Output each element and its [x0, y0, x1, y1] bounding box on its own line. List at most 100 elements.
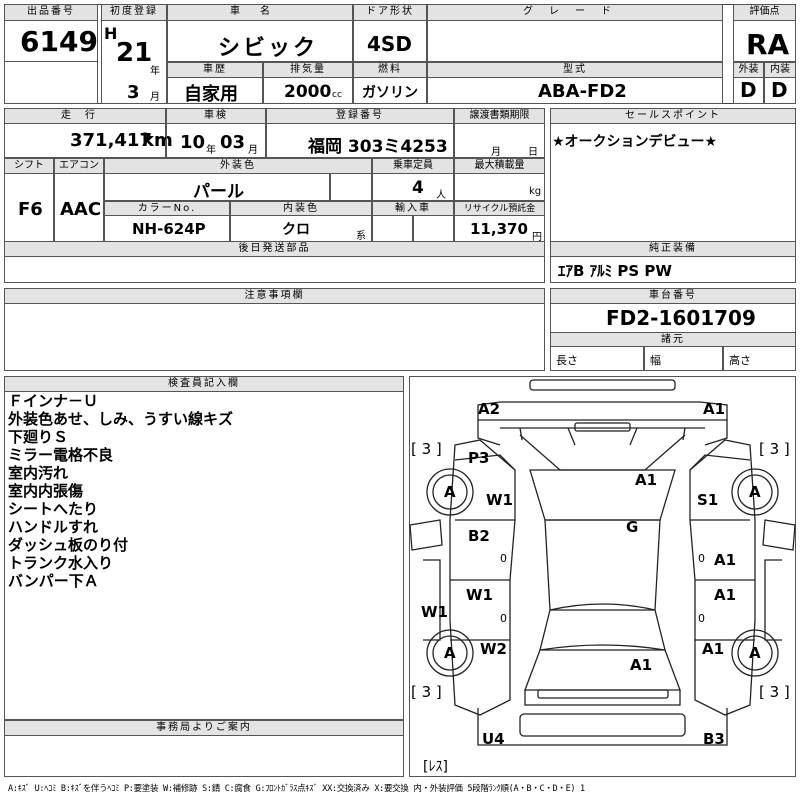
- inspector-note: 下廻りＳ: [8, 428, 69, 446]
- dims-header: 諸元: [550, 332, 796, 347]
- score-header: 評価点: [733, 4, 796, 21]
- door-zero-right-2: 0: [698, 612, 705, 625]
- caution-cell: [4, 303, 545, 371]
- code-w2: W2: [480, 640, 507, 658]
- inspector-note: シートへたり: [8, 500, 99, 518]
- capacity-unit: 人: [436, 190, 446, 201]
- import-header: 輸入車: [372, 201, 454, 216]
- int-grade: D: [771, 78, 788, 102]
- office-cell: [4, 735, 404, 777]
- load-header: 最大積載量: [454, 158, 545, 174]
- code-a1-rq: A1: [702, 640, 725, 658]
- plate: 福岡 303ミ4253: [308, 137, 448, 157]
- inspector-note: バンパー下Ａ: [8, 572, 99, 590]
- door-zero-left-1: 0: [500, 552, 507, 565]
- recycle: 11,370: [470, 220, 528, 238]
- length-cell: [550, 346, 644, 371]
- door-cell: [353, 20, 427, 62]
- mileage-header: 走行: [4, 108, 166, 124]
- tread-rl: [ 3 ]: [411, 683, 442, 701]
- code-a1-rd2: A1: [714, 586, 737, 604]
- code-w1-side: W1: [421, 603, 448, 621]
- color-no-header: カラーNo.: [104, 201, 230, 216]
- tire-fl-grade: A: [444, 483, 456, 501]
- car-name-cell: [167, 20, 353, 62]
- import-cell-a: [372, 215, 413, 242]
- caution-header: 注意事項欄: [4, 288, 545, 304]
- model-header: 型式: [427, 62, 723, 78]
- mileage: 371,417: [70, 130, 152, 151]
- code-w1-rl: W1: [466, 586, 493, 604]
- shift: F6: [18, 199, 43, 220]
- interior-color-unit: 系: [356, 231, 366, 242]
- lot-no: 6149: [20, 25, 98, 58]
- first-reg-month-unit: 月: [150, 92, 160, 103]
- score: RA: [746, 28, 790, 61]
- ac: AAC: [60, 199, 102, 220]
- length-label: 長さ: [556, 354, 578, 367]
- int-header: 内装: [764, 62, 796, 78]
- displacement-header: 排気量: [263, 62, 353, 78]
- displacement-unit: cc: [332, 90, 342, 100]
- equipment-text: ｴｱB ｱﾙﾐ PS PW: [558, 262, 672, 280]
- score-cell: [733, 20, 796, 62]
- inspection-year: 10: [180, 132, 206, 153]
- height-label: 高さ: [729, 354, 751, 367]
- capacity: 4: [412, 178, 424, 198]
- tire-rr-grade: A: [749, 644, 761, 662]
- plate-cell: [266, 123, 454, 158]
- model-cell: [427, 77, 723, 104]
- model: ABA-FD2: [538, 81, 627, 102]
- grade-header: グレード: [427, 4, 723, 21]
- car-diagram: [409, 379, 796, 746]
- inspector-notes: Ｆインナ－Ｕ 外装色あせ、しみ、うすい線キズ 下廻りＳ ミラー電格不良 室内汚れ…: [8, 392, 398, 590]
- inspection-year-unit: 年: [206, 145, 216, 156]
- inspection-month: 03: [220, 132, 246, 153]
- transfer-cell: [454, 123, 545, 158]
- car-diagram-frame: [409, 376, 796, 777]
- code-s1: S1: [697, 491, 719, 509]
- code-p3: P3: [468, 449, 490, 467]
- displacement: 2000: [284, 82, 332, 102]
- mileage-unit: km: [142, 130, 173, 151]
- chassis-number: FD2-1601709: [606, 306, 756, 330]
- fuel: ガソリン: [362, 85, 418, 101]
- interior-color: クロ: [282, 222, 310, 238]
- inspector-note: ダッシュ板のり付: [8, 536, 129, 554]
- equipment-cell: [550, 256, 796, 283]
- import-cell-b: [413, 215, 454, 242]
- first-reg-cell: [101, 20, 167, 104]
- history-cell: [167, 77, 263, 104]
- inspector-note: ハンドルすれ: [8, 518, 99, 536]
- capacity-cell: [372, 173, 454, 201]
- load-cell: [454, 173, 545, 201]
- first-reg-year: 21: [116, 38, 153, 68]
- color-cell: [104, 173, 330, 201]
- chassis-header: 車台番号: [550, 288, 796, 304]
- sales-point-header: セールスポイント: [550, 108, 796, 124]
- fuel-header: 燃料: [353, 62, 427, 78]
- door-zero-right-1: 0: [698, 552, 705, 565]
- grade-cell: [427, 20, 723, 62]
- color-no: NH-624P: [132, 220, 206, 238]
- fuel-cell: [353, 77, 427, 104]
- tread-fl: [ 3 ]: [411, 440, 442, 458]
- history: 自家用: [184, 84, 238, 105]
- code-a1-roof: A1: [630, 656, 653, 674]
- inspector-note: トランク水入り: [8, 554, 114, 572]
- inspector-note: Ｆインナ－Ｕ: [8, 392, 99, 410]
- legend: A:ｷｽﾞ U:ﾍｺﾐ B:ｷｽﾞを伴うﾍｺﾐ P:要塗装 W:補修跡 S:錆 …: [8, 784, 585, 794]
- load-unit: kg: [529, 186, 542, 197]
- width-label: 幅: [650, 354, 661, 367]
- ac-header: エアコン: [54, 158, 104, 174]
- code-a1-hood: A1: [635, 471, 658, 489]
- int-cell: [764, 77, 796, 104]
- code-w1-fl: W1: [486, 491, 513, 509]
- door-header: ドア形状: [353, 4, 427, 21]
- displacement-cell: [263, 77, 353, 104]
- first-reg-header: 初度登録: [101, 4, 167, 21]
- inspection-month-unit: 月: [248, 145, 258, 156]
- inspection-header: 車検: [166, 108, 266, 124]
- plate-header: 登録番号: [266, 108, 454, 124]
- door-type: 4SD: [367, 32, 412, 56]
